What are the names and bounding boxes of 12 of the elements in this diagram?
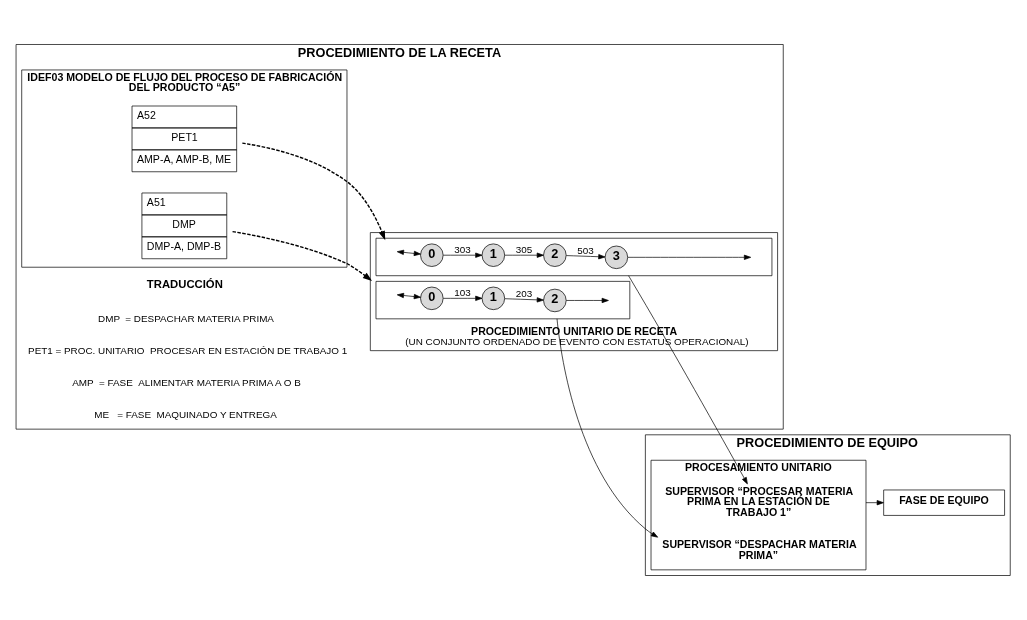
label: AMP = FASE ALIMENTAR MATERIA PRIMA A O B: [72, 376, 301, 388]
label: PET1 = PROC. UNITARIO PROCESAR EN ESTACIÓN DE TRABAJO 1: [28, 344, 348, 356]
edge-label: 305: [515, 243, 533, 255]
edge-label: 503: [577, 244, 594, 256]
node-text: SUPERVISOR “PROCESAR MATERIA PRIMA EN LA ESTACIÓN DE TRABAJO 1”: [665, 484, 854, 518]
label: DMP = DESPACHAR MATERIA PRIMA: [98, 313, 274, 325]
edge-label: 203: [515, 288, 533, 300]
edge-label: 103: [454, 286, 471, 298]
label: ME = FASE MAQUINADO Y ENTREGA: [94, 408, 277, 420]
label: TRADUCCIÓN: [146, 278, 223, 291]
node-text: SUPERVISOR “DESPACHAR MATERIA PRIMA”: [662, 537, 857, 561]
edge-label: 303: [454, 243, 471, 255]
